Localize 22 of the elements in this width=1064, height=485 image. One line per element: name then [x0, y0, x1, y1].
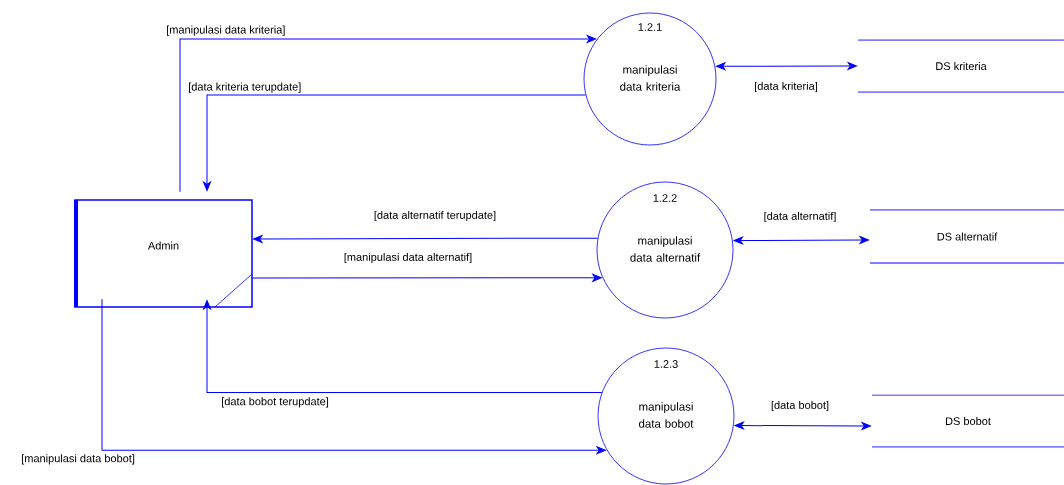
entity-box: Admin	[74, 199, 253, 308]
edge-label: [data kriteria]	[753, 80, 819, 94]
edge-label: [data bobot]	[769, 399, 831, 413]
data-store: DS kriteria	[857, 39, 1064, 93]
arrow	[203, 300, 603, 394]
arrow	[179, 35, 597, 193]
data-store: DS alternatif	[869, 209, 1064, 264]
arrow	[251, 273, 602, 282]
edge-label: [manipulasi data alternatif]	[342, 251, 474, 265]
edge-label: [data bobot terupdate]	[220, 396, 330, 409]
data-store: DS bobot	[871, 394, 1064, 448]
arrow	[716, 62, 857, 71]
arrow	[203, 94, 587, 191]
edge-label: [manipulasi data kriteria]	[165, 24, 287, 37]
edge-label: [manipulasi data bobot]	[20, 453, 136, 466]
arrow	[734, 421, 871, 430]
arrow	[253, 235, 599, 243]
edge-label: [data alternatif terupdate]	[372, 209, 498, 223]
edge-label: [data kriteria terupdate]	[187, 81, 303, 94]
arrow	[733, 236, 869, 245]
edge-label: [data alternatif]	[762, 210, 838, 224]
arrow	[101, 298, 606, 455]
